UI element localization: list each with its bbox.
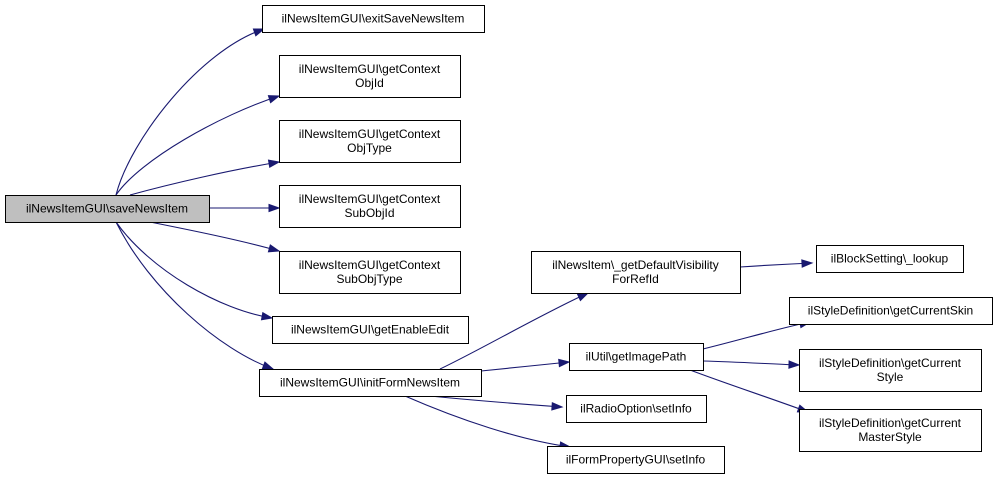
edge-line bbox=[115, 28, 265, 196]
node-label-line: ilRadioOption\setInfo bbox=[580, 402, 692, 416]
node-label-line: ilStyleDefinition\getCurrentSkin bbox=[808, 304, 973, 318]
edge-imagePath-to-master bbox=[689, 369, 810, 413]
edge-initForm-to-formProp bbox=[404, 395, 572, 450]
edge-arrowhead bbox=[261, 361, 275, 370]
edge-save-to-initForm bbox=[115, 221, 275, 370]
edge-line bbox=[480, 361, 570, 372]
node-label-line: ilNewsItemGUI\initFormNewsItem bbox=[280, 376, 460, 390]
edge-initForm-to-radio bbox=[429, 395, 564, 411]
node-skin[interactable]: ilStyleDefinition\getCurrentSkin bbox=[789, 297, 993, 325]
edge-arrowhead bbox=[268, 203, 281, 213]
node-box[interactable] bbox=[279, 120, 461, 163]
edge-arrowhead bbox=[788, 360, 801, 369]
node-box[interactable] bbox=[799, 409, 982, 452]
node-label-line: ObjId bbox=[355, 76, 384, 90]
node-label-line: ilNewsItemGUI\getContext bbox=[299, 258, 441, 272]
edges-layer bbox=[115, 28, 814, 450]
node-box[interactable] bbox=[279, 251, 461, 294]
node-formProp[interactable]: ilFormPropertyGUI\setInfo bbox=[547, 446, 725, 474]
edge-line bbox=[149, 221, 280, 252]
edge-line bbox=[689, 369, 809, 413]
edge-arrowhead bbox=[576, 292, 590, 302]
node-label-line: SubObjId bbox=[344, 206, 394, 220]
edge-save-to-ctxObjType bbox=[129, 159, 281, 196]
edge-arrowhead bbox=[551, 401, 564, 411]
edge-line bbox=[404, 395, 571, 448]
node-exit[interactable]: ilNewsItemGUI\exitSaveNewsItem bbox=[262, 5, 485, 33]
edge-save-to-ctxObjId bbox=[115, 95, 281, 196]
node-label-line: ilNewsItem\_getDefaultVisibility bbox=[552, 258, 719, 272]
nodes-layer: ilNewsItemGUI\saveNewsItem ilNewsItemGUI\… bbox=[5, 5, 993, 474]
node-label-line: SubObjType bbox=[336, 272, 402, 286]
node-label-line: ilNewsItemGUI\exitSaveNewsItem bbox=[282, 12, 465, 26]
node-label-line: ilNewsItemGUI\saveNewsItem bbox=[26, 202, 188, 216]
node-initForm[interactable]: ilNewsItemGUI\initFormNewsItem bbox=[259, 369, 482, 397]
edge-line bbox=[702, 321, 811, 350]
edge-defVis-to-lookup bbox=[739, 259, 814, 268]
node-save[interactable]: ilNewsItemGUI\saveNewsItem bbox=[5, 195, 210, 223]
edge-initForm-to-imagePath bbox=[480, 358, 571, 372]
node-label-line: ObjType bbox=[347, 141, 392, 155]
edge-save-to-ctxSubObjType bbox=[149, 221, 281, 253]
node-label-line: ilStyleDefinition\getCurrent bbox=[819, 356, 962, 370]
root-node-box[interactable] bbox=[5, 195, 210, 223]
edge-line bbox=[739, 262, 813, 268]
node-imagePath[interactable]: ilUtil\getImagePath bbox=[569, 343, 704, 371]
node-label-line: Style bbox=[877, 370, 904, 384]
edge-line bbox=[702, 360, 800, 366]
node-box[interactable] bbox=[789, 297, 993, 325]
node-radio[interactable]: ilRadioOption\setInfo bbox=[566, 395, 707, 423]
edge-arrowhead bbox=[260, 311, 274, 321]
node-box[interactable] bbox=[566, 395, 707, 423]
edge-line bbox=[429, 395, 563, 408]
edge-arrowhead bbox=[801, 259, 814, 268]
edge-line bbox=[439, 292, 589, 370]
node-box[interactable] bbox=[547, 446, 725, 474]
node-box[interactable] bbox=[279, 55, 461, 98]
edge-arrowhead bbox=[558, 358, 571, 368]
edge-line bbox=[129, 161, 280, 196]
edge-line bbox=[115, 95, 280, 196]
edge-save-to-ctxSubObjId bbox=[209, 203, 281, 213]
node-lookup[interactable]: ilBlockSetting\_lookup bbox=[816, 245, 964, 273]
node-box[interactable] bbox=[816, 245, 964, 273]
node-label-line: ilNewsItemGUI\getContext bbox=[299, 127, 441, 141]
edge-arrowhead bbox=[252, 28, 266, 37]
edge-imagePath-to-style bbox=[702, 360, 801, 369]
node-label-line: ilNewsItemGUI\getContext bbox=[299, 62, 441, 76]
node-box[interactable] bbox=[279, 185, 461, 228]
node-box[interactable] bbox=[262, 5, 485, 33]
node-label-line: ilStyleDefinition\getCurrent bbox=[819, 416, 962, 430]
node-label-line: ForRefId bbox=[612, 272, 659, 286]
node-box[interactable] bbox=[272, 316, 469, 344]
edge-arrowhead bbox=[267, 159, 281, 168]
edge-line bbox=[115, 221, 273, 319]
edge-arrowhead bbox=[267, 95, 281, 104]
node-label-line: ilNewsItemGUI\getContext bbox=[299, 192, 441, 206]
node-label-line: ilNewsItemGUI\getEnableEdit bbox=[291, 323, 450, 337]
edge-save-to-exit bbox=[115, 28, 266, 196]
node-label-line: ilBlockSetting\_lookup bbox=[831, 252, 949, 266]
edge-line bbox=[115, 221, 274, 370]
node-box[interactable] bbox=[569, 343, 704, 371]
edge-arrowhead bbox=[267, 244, 281, 253]
node-box[interactable] bbox=[259, 369, 482, 397]
node-label-line: ilUtil\getImagePath bbox=[586, 350, 687, 364]
edge-save-to-enableEdit bbox=[115, 221, 274, 321]
node-box[interactable] bbox=[531, 251, 741, 294]
node-label-line: MasterStyle bbox=[858, 430, 922, 444]
node-enableEdit[interactable]: ilNewsItemGUI\getEnableEdit bbox=[272, 316, 469, 344]
node-box[interactable] bbox=[799, 349, 982, 392]
node-label-line: ilFormPropertyGUI\setInfo bbox=[566, 453, 706, 467]
